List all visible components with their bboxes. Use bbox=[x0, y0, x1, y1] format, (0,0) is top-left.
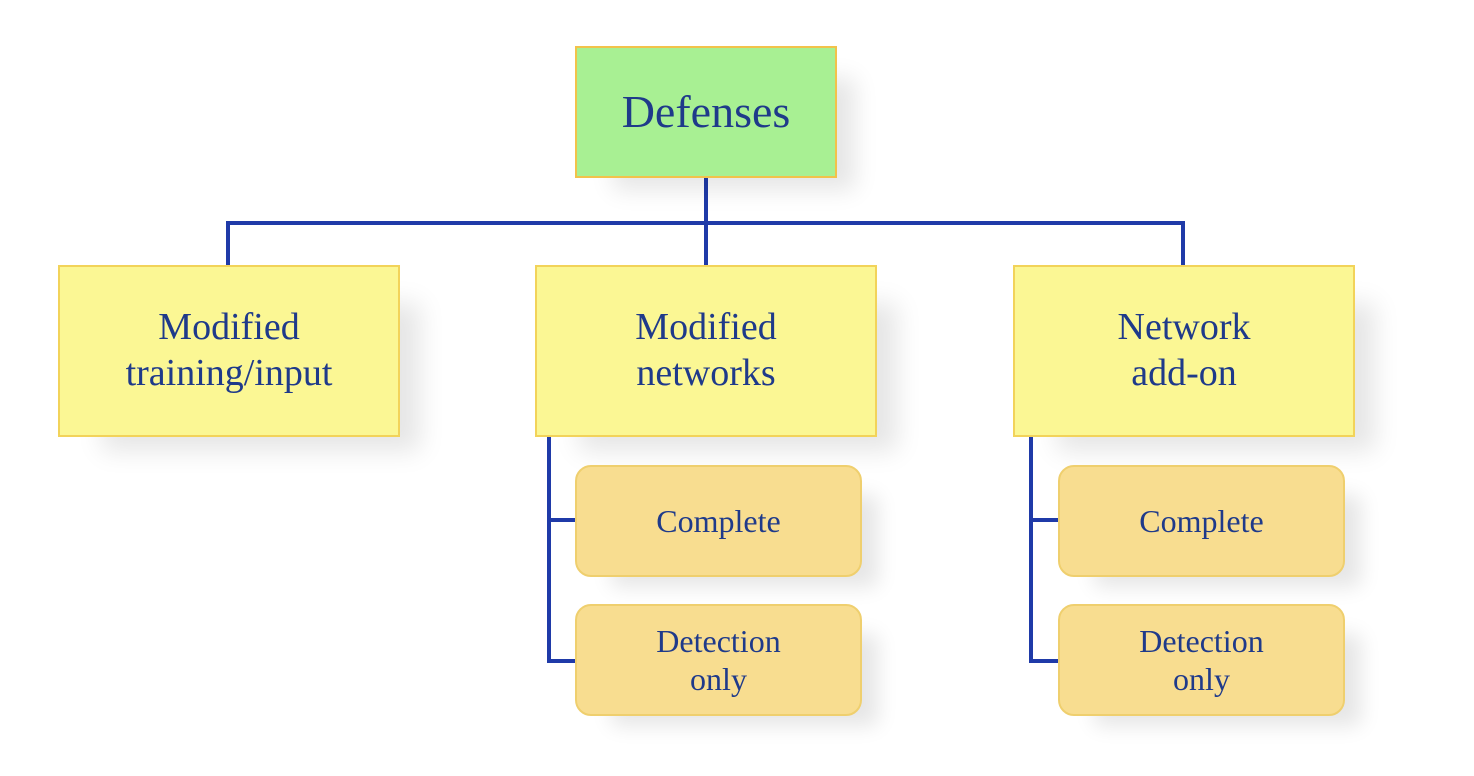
branch-node-modified-networks: Modified networks bbox=[535, 265, 877, 437]
root-node-defenses: Defenses bbox=[575, 46, 837, 178]
leaf-node-label: Detection only bbox=[656, 622, 781, 697]
leaf-node-complete: Complete bbox=[575, 465, 862, 577]
leaf-node-detection-only: Detection only bbox=[1058, 604, 1345, 716]
leaf-node-complete: Complete bbox=[1058, 465, 1345, 577]
root-node-label: Defenses bbox=[621, 86, 791, 138]
branch-node-network-add-on: Network add-on bbox=[1013, 265, 1355, 437]
leaf-node-label: Complete bbox=[1139, 502, 1264, 539]
leaf-node-label: Complete bbox=[656, 502, 781, 539]
leaf-node-detection-only: Detection only bbox=[575, 604, 862, 716]
branch-node-label: Modified networks bbox=[635, 306, 777, 394]
branch-node-modified-training-input: Modified training/input bbox=[58, 265, 400, 437]
leaf-node-label: Detection only bbox=[1139, 622, 1264, 697]
branch-node-label: Modified training/input bbox=[125, 306, 333, 394]
branch-node-label: Network add-on bbox=[1117, 306, 1251, 394]
